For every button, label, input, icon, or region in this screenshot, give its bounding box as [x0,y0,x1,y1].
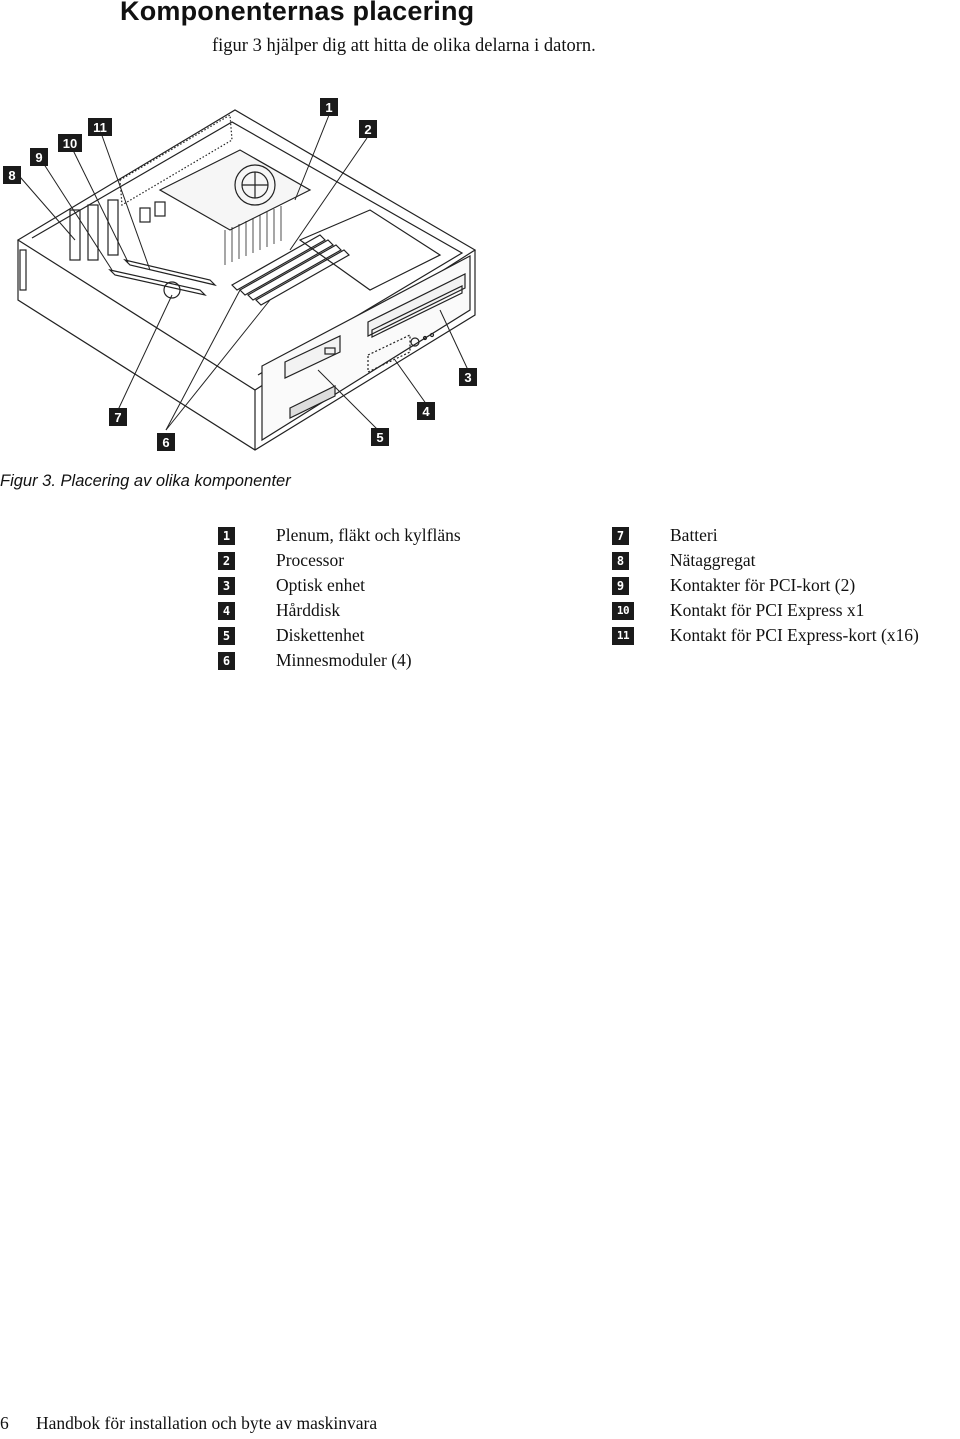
legend-right-column: 7 Batteri 8 Nätaggregat 9 Kontakter för PCI… [612,523,919,648]
legend-label: Plenum, fläkt och kylfläns [276,525,461,545]
svg-text:11: 11 [93,120,107,135]
computer-chassis-illustration: 1 2 3 4 5 6 7 8 9 10 11 [3,98,477,451]
svg-text:5: 5 [376,430,383,445]
legend-label: Batteri [670,525,718,545]
component-diagram: 1 2 3 4 5 6 7 8 9 10 11 [0,90,520,465]
legend-number-badge: 5 [218,626,235,645]
figure-caption: Figur 3. Placering av olika komponenter [0,472,291,490]
callout-1: 1 [320,98,338,116]
callout-2: 2 [359,120,377,138]
page-number: 6 [0,1413,9,1433]
callout-4: 4 [417,402,435,420]
callout-10: 10 [58,134,82,152]
callout-6: 6 [157,433,175,451]
legend-label: Diskettenhet [276,625,365,645]
svg-text:9: 9 [35,150,42,165]
legend-label: Optisk enhet [276,575,365,595]
legend-item: 2 Processor [218,548,344,573]
intro-text: figur 3 hjälper dig att hitta de olika d… [212,36,596,56]
legend-label: Kontakter för PCI-kort (2) [670,575,856,595]
page-footer: 6 Handbok för installation och byte av ma… [0,1413,377,1434]
legend-label: Minnesmoduler (4) [276,650,412,670]
legend-item: 4 Hårddisk [218,598,340,623]
legend-label: Nätaggregat [670,550,756,570]
legend-number-badge: 3 [218,576,235,595]
legend-label: Processor [276,550,345,570]
callout-8: 8 [3,166,21,184]
callout-11: 11 [88,118,112,136]
legend-number-badge: 10 [612,601,634,620]
legend-item: 10 Kontakt för PCI Express x1 [612,598,864,623]
legend-item: 6 Minnesmoduler (4) [218,648,412,673]
legend-number-badge: 2 [218,551,235,570]
svg-text:2: 2 [364,122,371,137]
callout-5: 5 [371,428,389,446]
callout-7: 7 [109,408,127,426]
legend-item: 1 Plenum, fläkt och kylfläns [218,523,461,548]
legend-item: 9 Kontakter för PCI-kort (2) [612,573,855,598]
legend-number-badge: 6 [218,651,235,670]
legend-number-badge: 11 [612,626,634,645]
legend-item: 5 Diskettenhet [218,623,364,648]
svg-text:6: 6 [162,435,169,450]
svg-text:3: 3 [464,370,471,385]
legend-number-badge: 4 [218,601,235,620]
legend-item: 7 Batteri [612,523,718,548]
legend-number-badge: 9 [612,576,629,595]
legend-number-badge: 7 [612,526,629,545]
legend-item: 8 Nätaggregat [612,548,756,573]
svg-text:7: 7 [114,410,121,425]
legend-number-badge: 8 [612,551,629,570]
svg-text:8: 8 [8,168,15,183]
legend-left-column: 1 Plenum, fläkt och kylfläns 2 Processor 3… [218,523,461,673]
legend-label: Kontakt för PCI Express x1 [670,600,865,620]
legend-number-badge: 1 [218,526,235,545]
callout-3: 3 [459,368,477,386]
svg-text:1: 1 [325,100,332,115]
svg-text:10: 10 [63,136,77,151]
callout-9: 9 [30,148,48,166]
page-heading: Komponenternas placering [120,0,475,26]
book-title: Handbok för installation och byte av mas… [36,1413,378,1433]
svg-text:4: 4 [422,404,430,419]
legend-label: Kontakt för PCI Express-kort (x16) [670,625,919,645]
legend-item: 11 Kontakt för PCI Express-kort (x16) [612,623,919,648]
legend-item: 3 Optisk enhet [218,573,365,598]
legend-label: Hårddisk [276,600,341,620]
